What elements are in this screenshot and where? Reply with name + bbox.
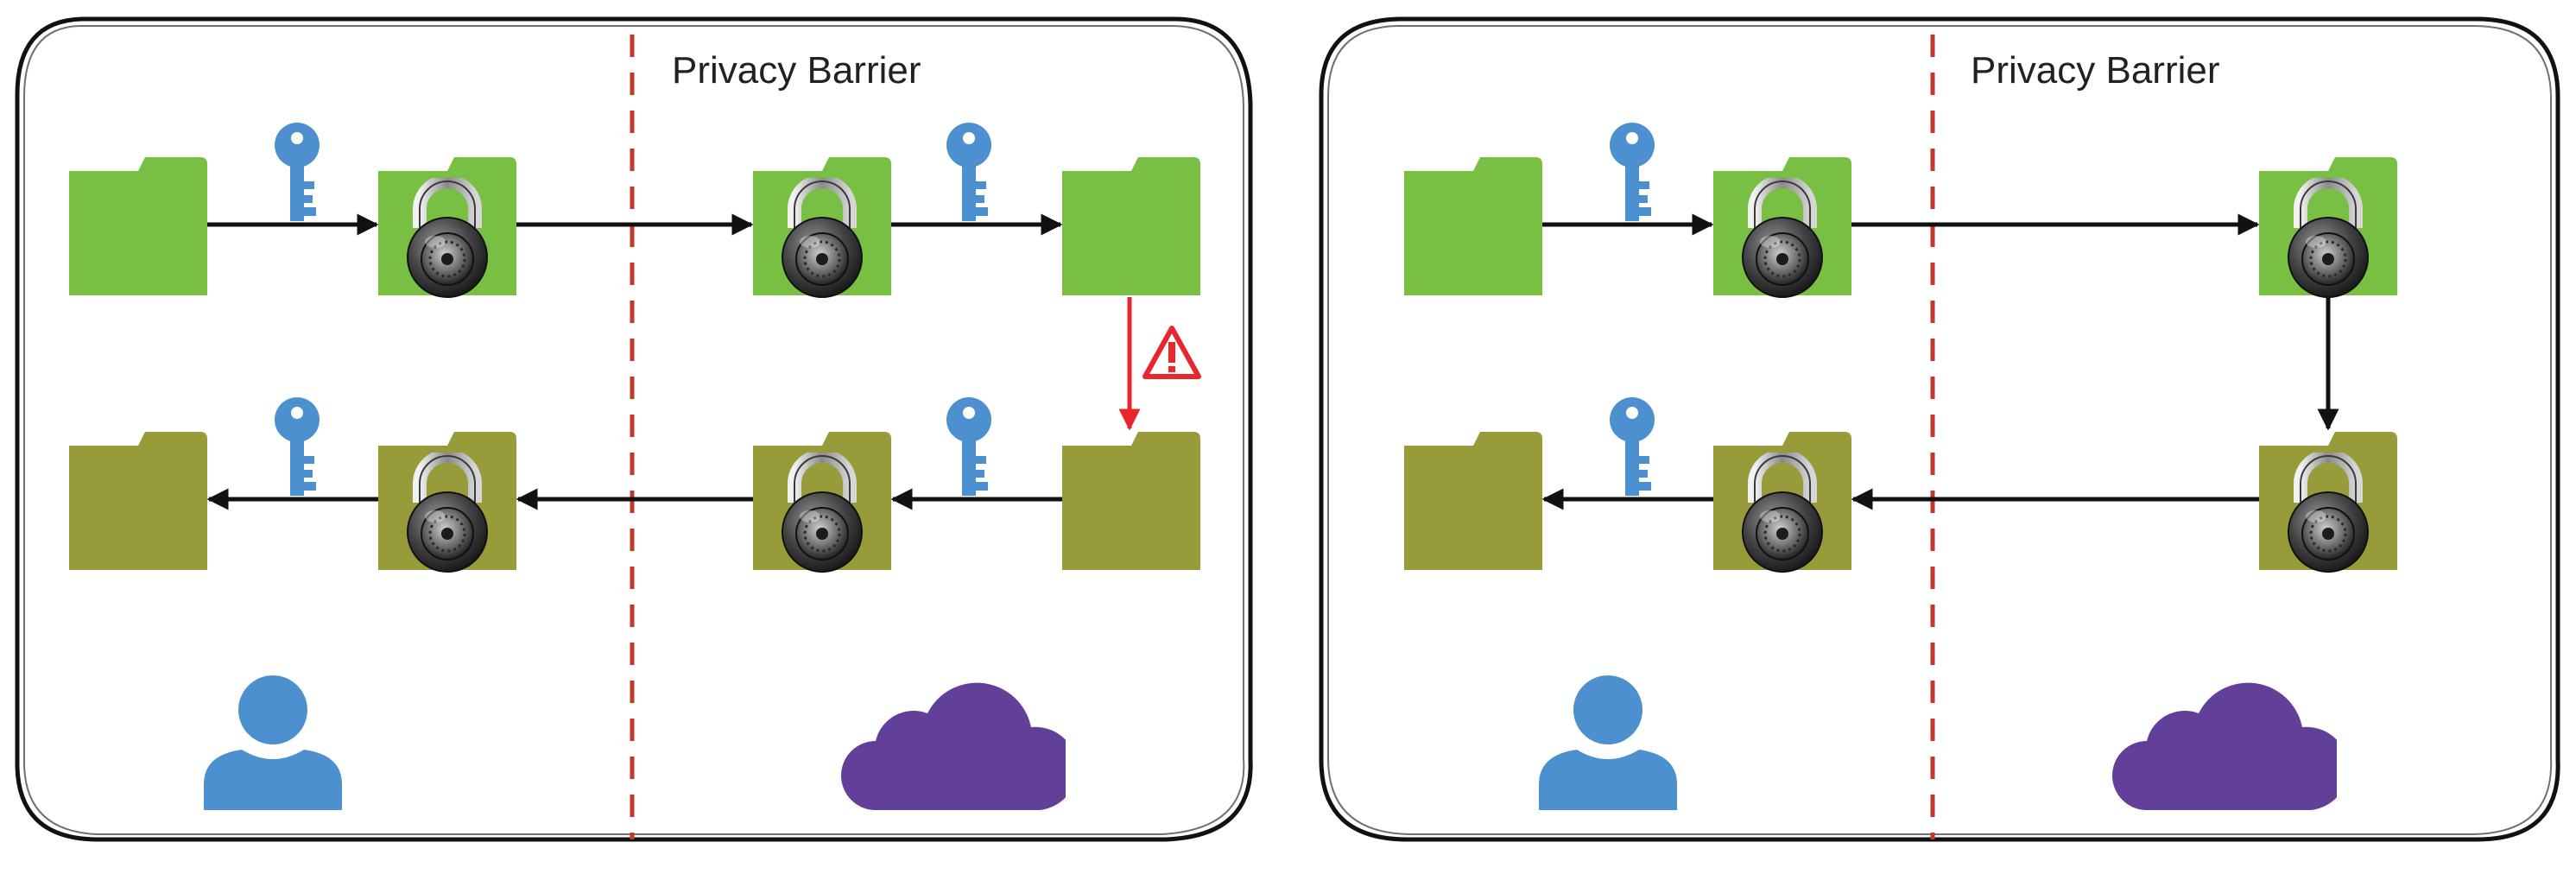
plain-folder-icon — [1404, 432, 1542, 570]
plain-folder-icon — [69, 157, 207, 295]
privacy-barrier-label: Privacy Barrier — [1971, 49, 2220, 92]
right-panel-frame — [1319, 16, 2560, 842]
plain-folder-icon — [69, 432, 207, 570]
plain-folder-icon — [1062, 432, 1200, 570]
right-panel: Privacy Barrier — [1319, 16, 2560, 842]
privacy-barrier-label: Privacy Barrier — [672, 49, 921, 92]
plain-folder-icon — [1404, 157, 1542, 295]
left-panel: Privacy Barrier — [15, 16, 1253, 842]
plain-folder-icon — [1062, 157, 1200, 295]
